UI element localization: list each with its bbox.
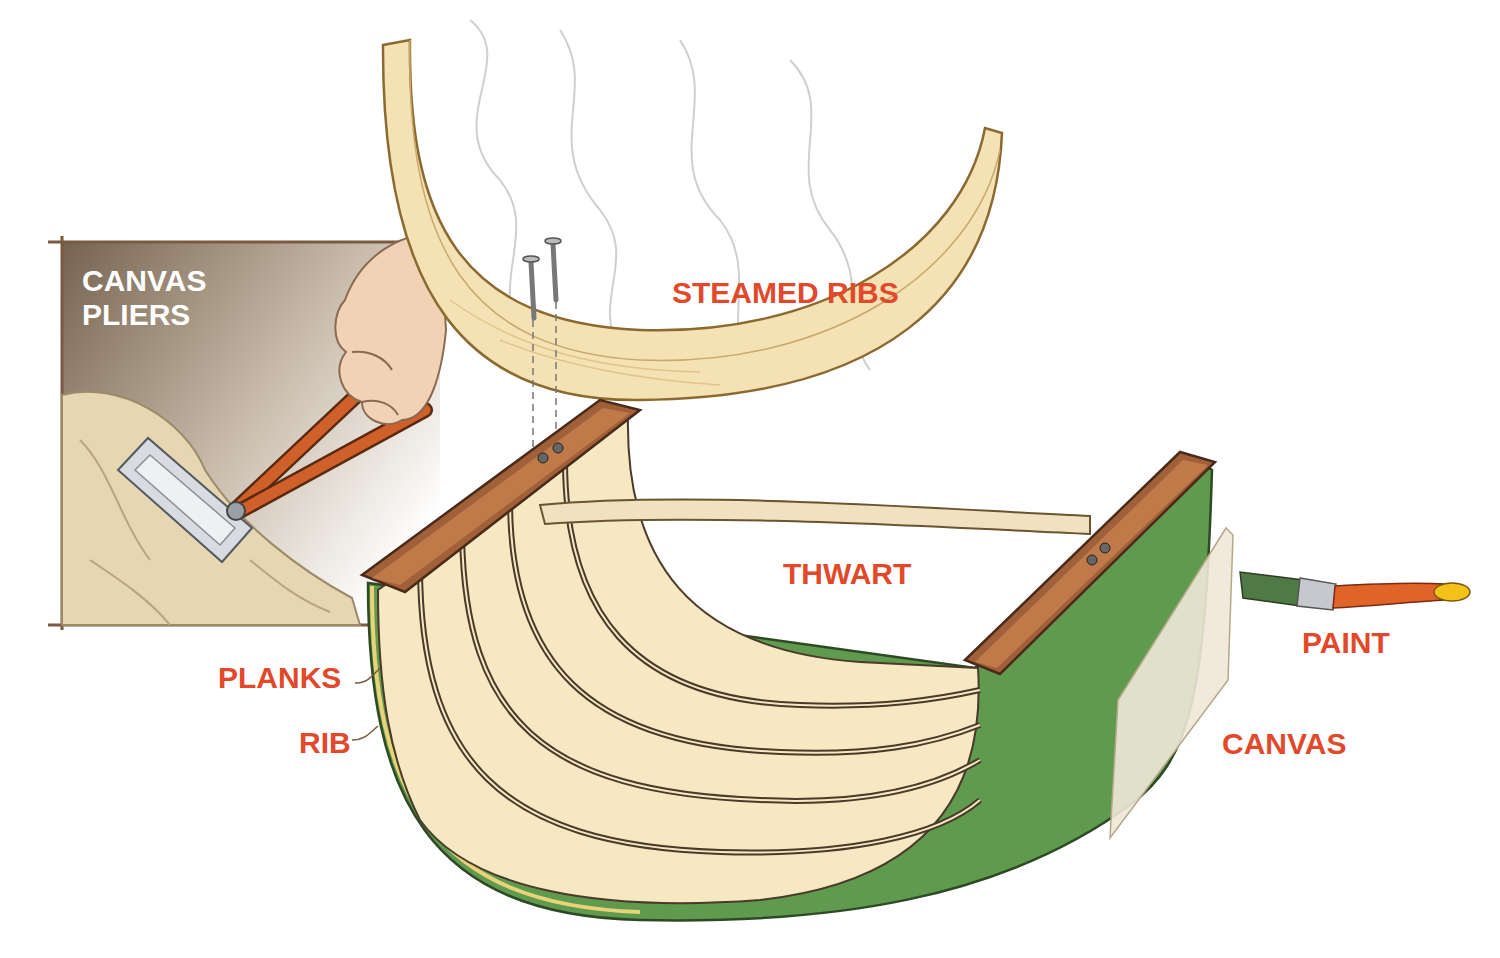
bolt-head — [1087, 555, 1097, 565]
bolt-head — [553, 443, 563, 453]
part-label: PAINT — [1302, 626, 1390, 660]
screw-head — [523, 256, 539, 262]
steamed-rib — [383, 40, 1002, 400]
screw-shank — [531, 262, 534, 318]
hull-interior — [378, 415, 979, 903]
seam-highlight — [510, 500, 980, 753]
plank-seam — [510, 500, 980, 753]
seam-highlight — [565, 460, 980, 706]
leader-line — [355, 668, 380, 683]
canvas-sheet — [1110, 528, 1233, 838]
pliers-inset-box: CANVAS PLIERS — [62, 242, 440, 625]
gunwales — [362, 400, 1215, 674]
leader-line — [352, 726, 378, 740]
plank-seam — [462, 535, 980, 801]
brush-handle — [1333, 583, 1446, 608]
part-label: CANVAS — [1222, 727, 1346, 761]
seam-highlight — [420, 565, 980, 852]
brush-tip — [1434, 583, 1470, 601]
pliers-pivot — [227, 502, 245, 520]
part-label: RIB — [299, 726, 351, 760]
fabric-folds — [80, 440, 330, 625]
pliers-handle — [238, 410, 425, 512]
steam-wisp — [560, 30, 620, 350]
finger-lines — [352, 352, 398, 415]
rib-edge — [410, 40, 1000, 360]
gunwale-top — [372, 408, 630, 585]
plank-seam — [565, 460, 980, 706]
plank-seam — [420, 565, 980, 852]
screws — [523, 238, 561, 460]
inset-heading: CANVAS PLIERS — [82, 264, 272, 332]
thwart-bar — [540, 500, 1090, 534]
wood-grain — [450, 300, 720, 385]
pliers-jaw-face — [135, 455, 235, 545]
brush-bristles — [1240, 572, 1303, 606]
brush-ferrule — [1297, 578, 1336, 610]
paint-brush — [1240, 572, 1470, 610]
pliers-jaw — [118, 438, 252, 562]
part-label: STEAMED RIBS — [672, 276, 899, 310]
rib-strip — [383, 40, 1002, 400]
screw-shank — [553, 244, 556, 300]
part-label: PLANKS — [218, 661, 341, 695]
part-label: THWART — [783, 557, 911, 591]
bolt-head — [1100, 543, 1110, 553]
gunwale-left — [362, 400, 640, 592]
seam-highlight — [462, 535, 980, 801]
screw-head — [545, 238, 561, 244]
bolt-head — [538, 453, 548, 463]
pliers-handle-outline — [238, 410, 425, 512]
